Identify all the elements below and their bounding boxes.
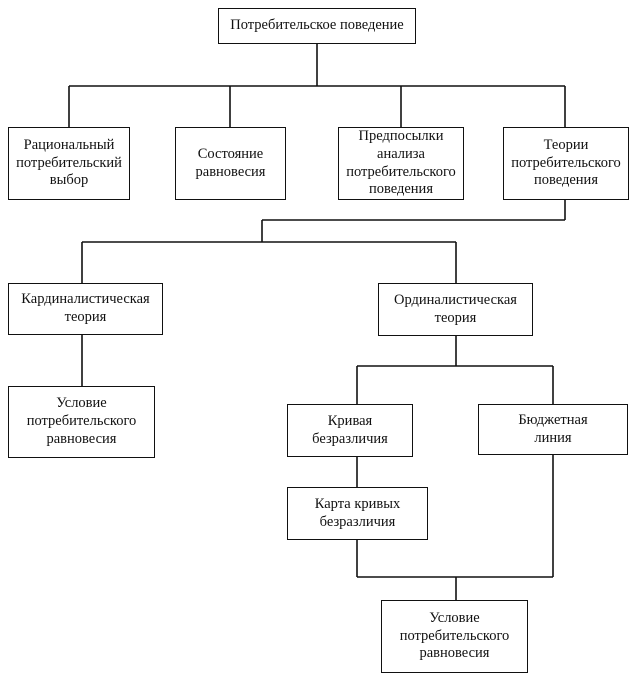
theories-box: Теории потребительского поведения: [503, 127, 629, 200]
equilibrium-state-line-2: равновесия: [195, 163, 266, 180]
cardinal-theory-box: Кардиналистическая теория: [8, 283, 163, 335]
indifference-curve-line-1: Кривая: [327, 412, 373, 429]
rational-choice-line-2: потребительский: [16, 154, 122, 171]
cardinal-condition-line-1: Условие: [56, 395, 107, 412]
cardinal-condition-line-2: потребительского: [26, 413, 137, 430]
rational-choice-line-3: выбор: [49, 172, 89, 189]
prerequisites-line-2: анализа: [377, 145, 425, 162]
equilibrium-state-line-1: Состояние: [197, 145, 264, 162]
prerequisites-box: Предпосылки анализа потребительского пов…: [338, 127, 464, 200]
ordinal-theory-line-2: теория: [434, 309, 477, 326]
root-label: Потребительское поведение: [230, 17, 404, 34]
budget-line-box: Бюджетная линия: [478, 404, 628, 455]
equilibrium-state-box: Состояние равновесия: [175, 127, 286, 200]
ordinal-theory-line-1: Ординалистическая: [394, 291, 517, 308]
rational-choice-line-1: Рациональный: [23, 136, 115, 153]
indifference-map-line-1: Карта кривых: [314, 495, 401, 512]
prerequisites-line-3: потребительского: [346, 163, 456, 180]
budget-line-line-1: Бюджетная: [518, 411, 588, 428]
prerequisites-line-4: поведения: [368, 181, 433, 198]
theories-line-1: Теории: [543, 136, 589, 153]
indifference-map-box: Карта кривых безразличия: [287, 487, 428, 540]
indifference-curve-box: Кривая безразличия: [287, 404, 413, 457]
ordinal-condition-line-1: Условие: [429, 609, 480, 626]
cardinal-condition-line-3: равновесия: [46, 430, 117, 447]
cardinal-theory-line-2: теория: [64, 309, 107, 325]
theories-line-3: поведения: [533, 172, 598, 189]
ordinal-theory-box: Ординалистическая теория: [378, 283, 533, 336]
ordinal-condition-box: Условие потребительского равновесия: [381, 600, 528, 673]
ordinal-condition-line-2: потребительского: [399, 627, 510, 644]
budget-line-line-2: линия: [534, 429, 572, 446]
indifference-map-line-2: безразличия: [319, 513, 396, 530]
prerequisites-line-1: Предпосылки: [358, 128, 444, 145]
cardinal-condition-box: Условие потребительского равновесия: [8, 386, 155, 458]
cardinal-theory-line-1: Кардиналистическая: [21, 291, 150, 308]
theories-line-2: потребительского: [511, 154, 621, 171]
root-box: Потребительское поведение: [218, 8, 416, 44]
indifference-curve-line-2: безразличия: [312, 430, 388, 447]
rational-choice-box: Рациональный потребительский выбор: [8, 127, 130, 200]
ordinal-condition-line-3: равновесия: [419, 645, 490, 662]
